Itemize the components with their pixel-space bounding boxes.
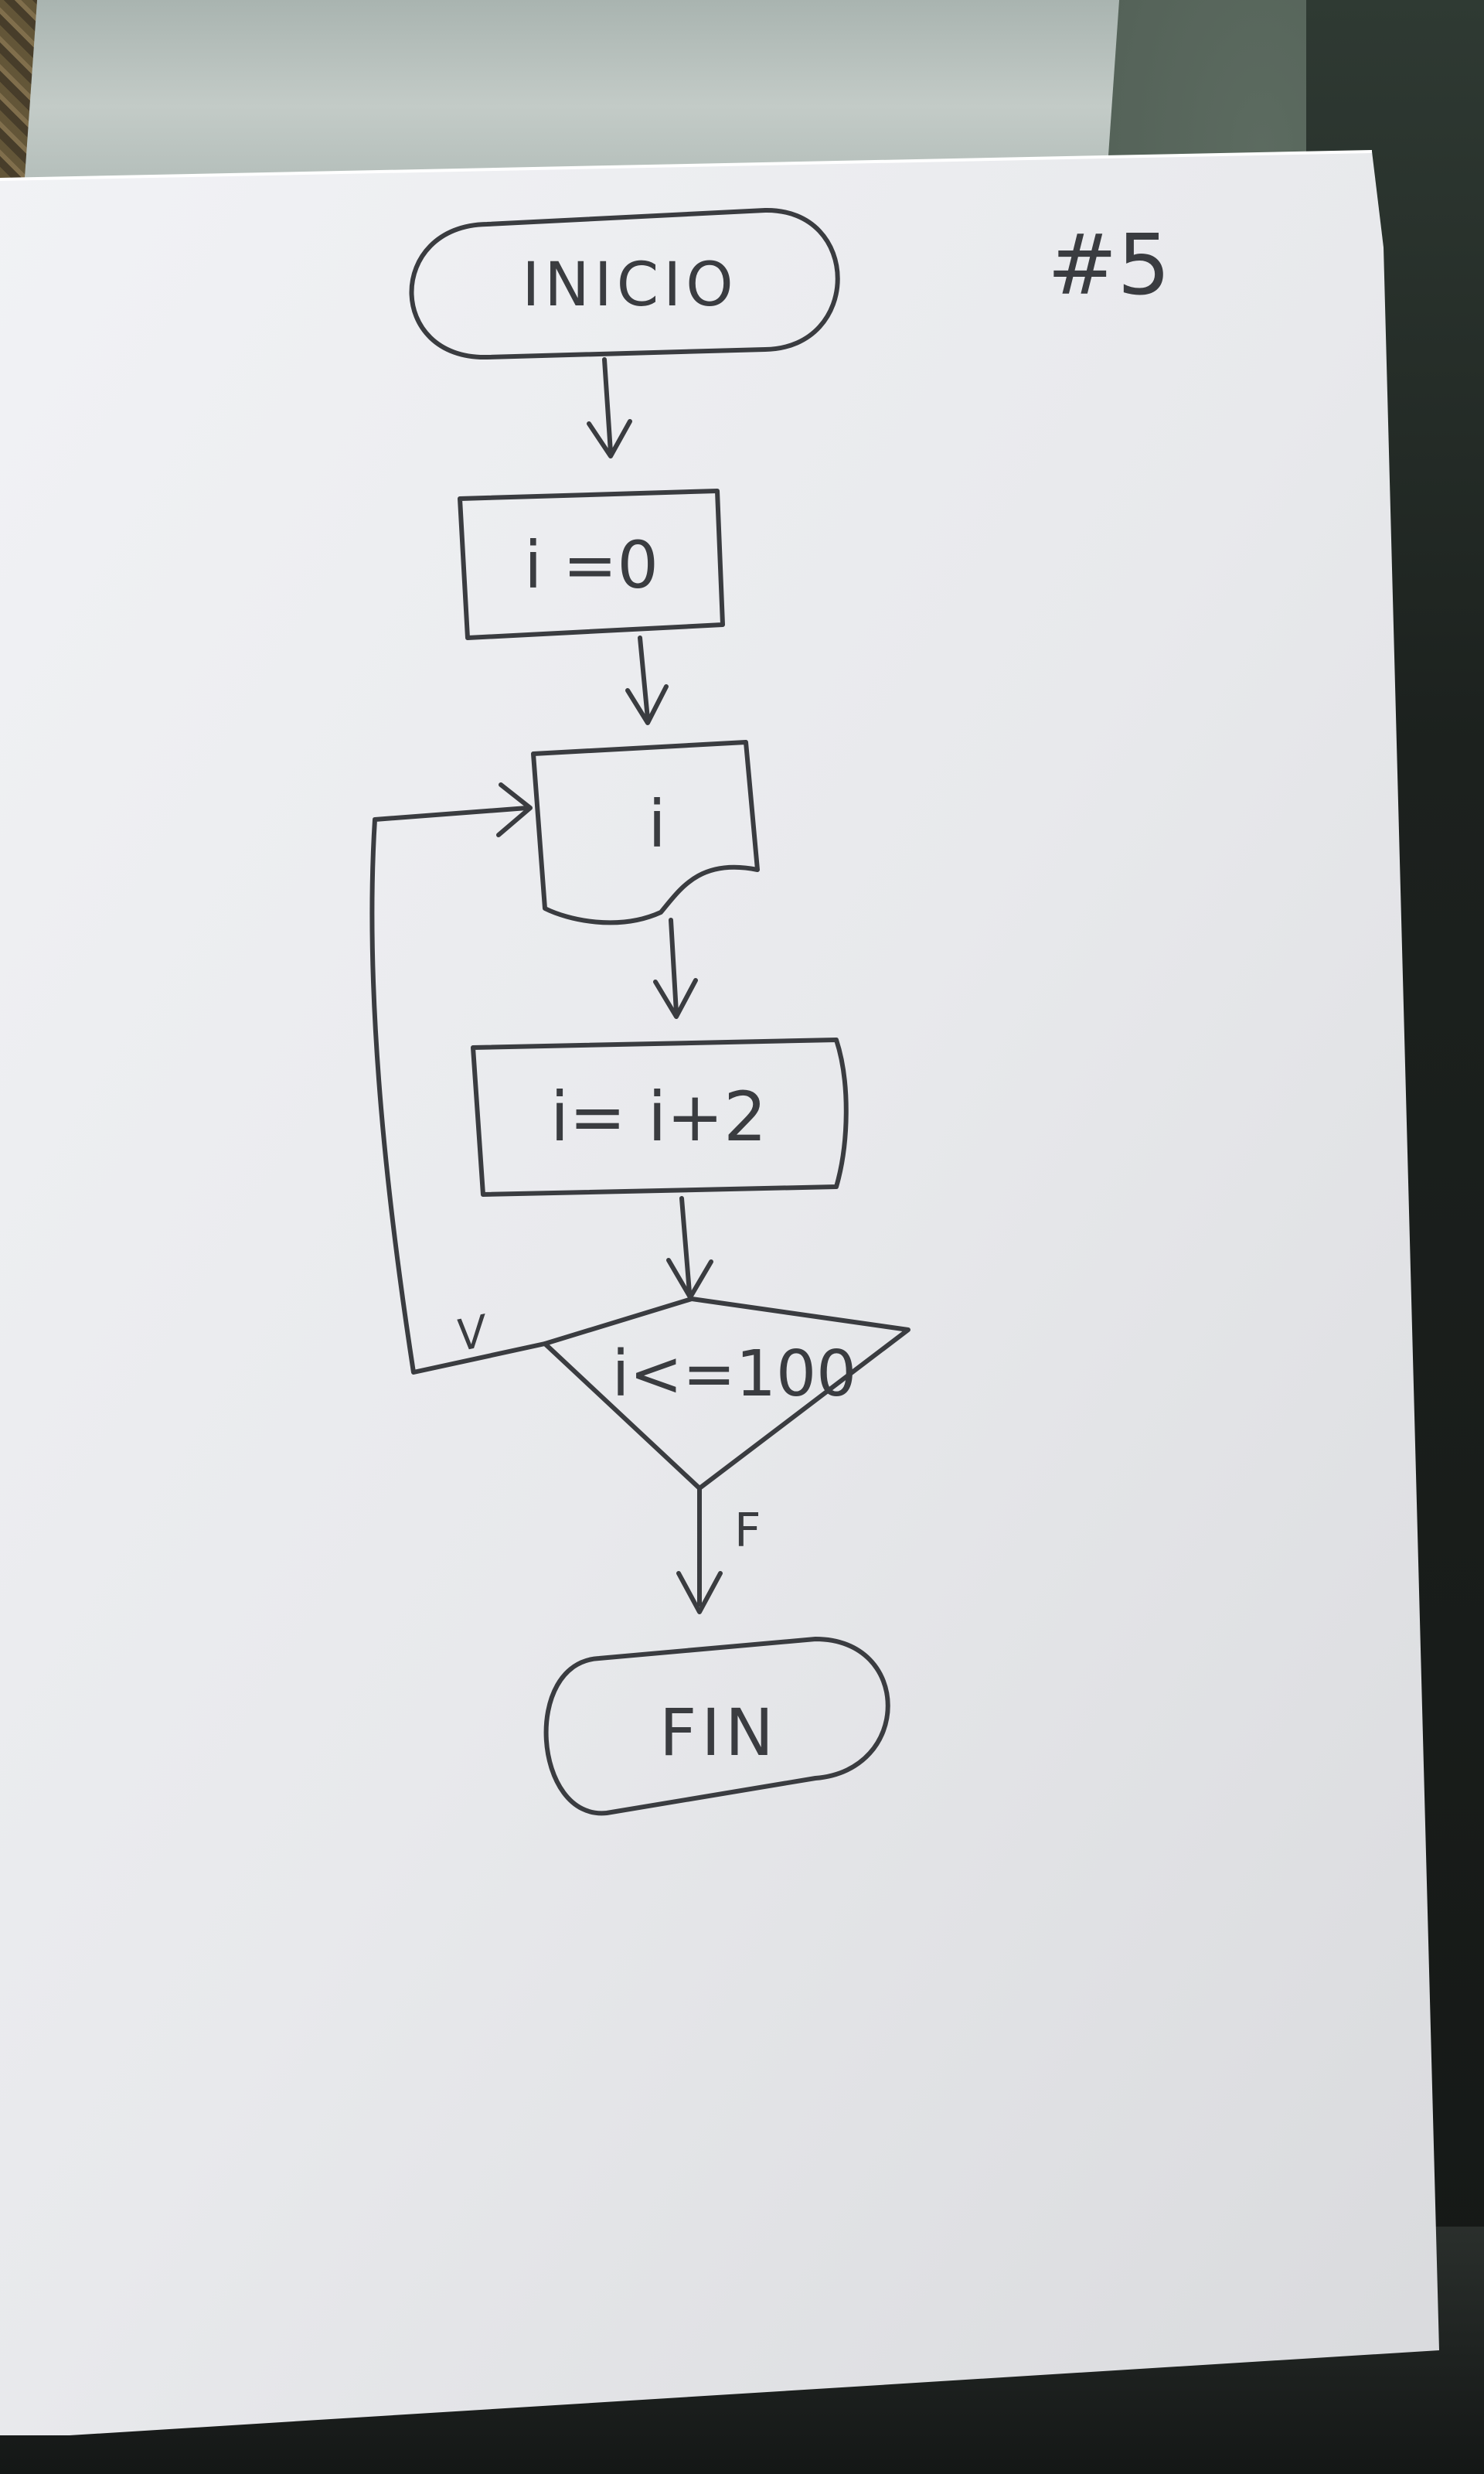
paper-top-edge bbox=[0, 150, 1373, 181]
decision-label: i<=100 bbox=[612, 1338, 857, 1411]
init-label: i =0 bbox=[524, 527, 659, 603]
end-label: FIN bbox=[659, 1695, 778, 1770]
false-branch-label: F bbox=[734, 1504, 761, 1558]
decision-diamond: i<=100 bbox=[543, 1297, 910, 1491]
page-number: #5 bbox=[1047, 217, 1170, 314]
init-process-box: i =0 bbox=[458, 489, 725, 640]
arrow-init-to-input bbox=[625, 636, 669, 725]
arrow-input-to-process bbox=[653, 918, 698, 1019]
true-loop-arrow bbox=[369, 782, 547, 1375]
end-terminal: FIN bbox=[543, 1637, 890, 1816]
paper-shape bbox=[0, 152, 1439, 2435]
input-label: i bbox=[648, 786, 665, 862]
arrow-start-to-init bbox=[587, 357, 632, 458]
false-branch-arrow bbox=[676, 1486, 723, 1614]
increment-process-box: i= i+2 bbox=[471, 1038, 849, 1197]
process-label: i= i+2 bbox=[550, 1077, 767, 1157]
start-terminal: INICIO bbox=[409, 207, 840, 360]
start-label: INICIO bbox=[522, 250, 737, 320]
input-document-shape: i bbox=[531, 740, 760, 925]
